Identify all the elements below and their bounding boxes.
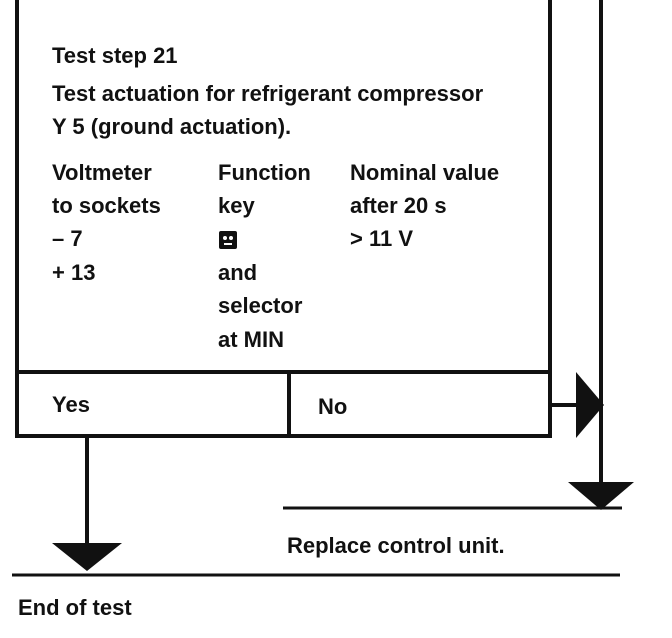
- voltmeter-value1: – 7: [52, 226, 83, 251]
- function-line2: selector: [218, 293, 303, 318]
- nominal-header1: Nominal value: [350, 160, 500, 185]
- replace-action-text: Replace control unit.: [287, 533, 505, 558]
- nominal-header2: after 20 s: [350, 193, 447, 218]
- no-arrowhead: [576, 372, 604, 438]
- right-down-arrowhead: [568, 482, 634, 510]
- yes-down-arrowhead: [52, 543, 122, 571]
- yes-label: Yes: [52, 392, 90, 417]
- function-header2: key: [218, 193, 255, 218]
- nominal-value: > 11 V: [350, 226, 414, 251]
- function-line1: and: [218, 260, 258, 285]
- function-header1: Function: [218, 160, 311, 185]
- step-title: Test step 21: [52, 43, 178, 68]
- step-description-line1: Test actuation for refrigerant compresso…: [52, 81, 484, 106]
- function-line3: at MIN: [218, 327, 284, 352]
- voltmeter-value2: + 13: [52, 260, 96, 285]
- step-description-line2: Y 5 (ground actuation).: [52, 114, 292, 139]
- end-of-test-label: End of test: [18, 595, 132, 620]
- test-step-box: [15, 0, 552, 438]
- no-label: No: [318, 394, 348, 419]
- voltmeter-header2: to sockets: [52, 193, 161, 218]
- voltmeter-header1: Voltmeter: [52, 160, 152, 185]
- function-key-icon: [219, 231, 237, 252]
